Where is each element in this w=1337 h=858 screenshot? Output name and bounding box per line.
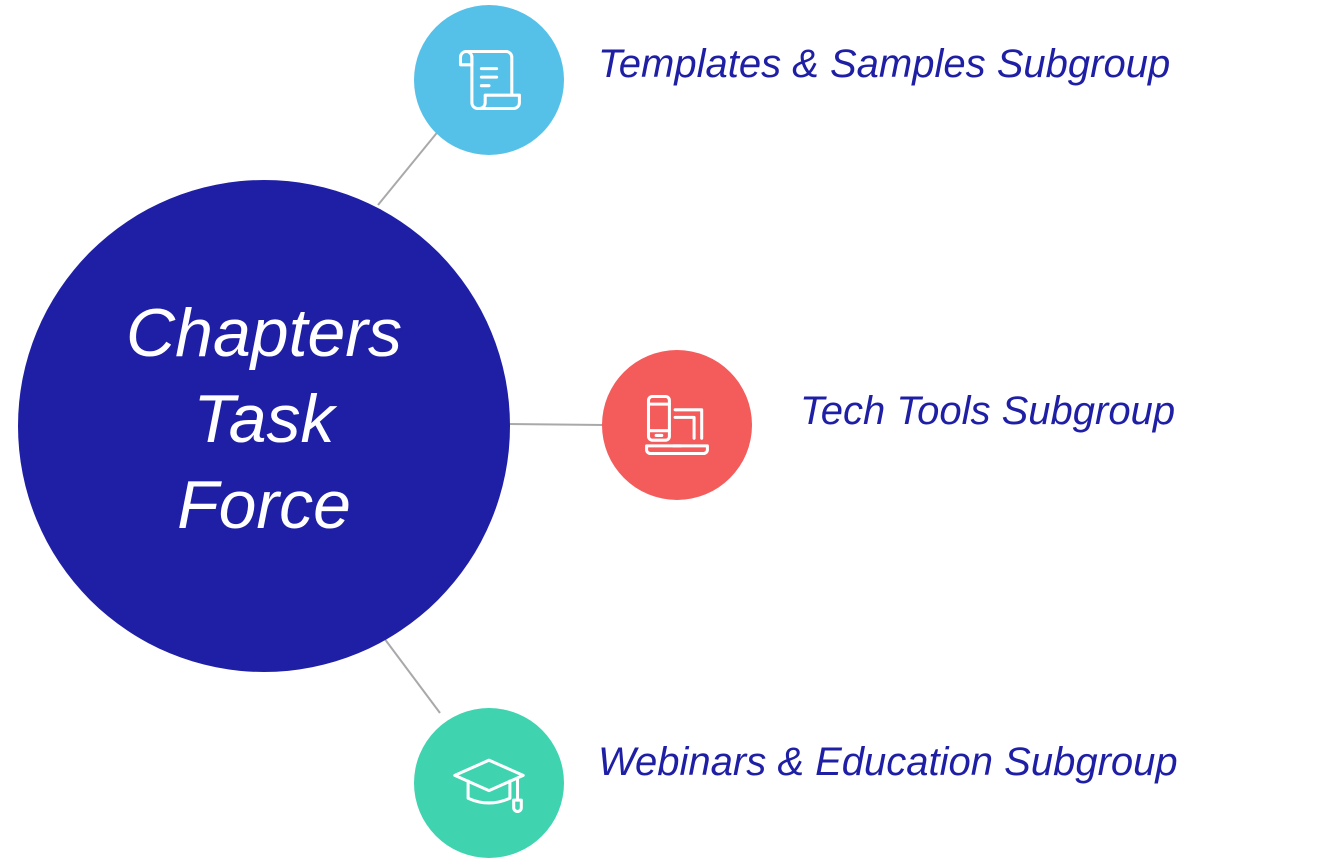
connector-lines xyxy=(377,128,605,714)
tech-tools-label: Tech Tools Subgroup xyxy=(800,389,1176,433)
graduation-cap-icon xyxy=(453,758,525,813)
connector-templates xyxy=(377,128,441,206)
main-topic-title: Chapters Task Force xyxy=(126,290,402,548)
main-topic-line-2: Task xyxy=(193,381,335,457)
main-topic-line-1: Chapters xyxy=(126,295,402,371)
webinars-label: Webinars & Education Subgroup xyxy=(598,740,1178,784)
main-topic-circle: Chapters Task Force xyxy=(18,180,510,672)
connector-webinars xyxy=(383,637,441,714)
scroll-icon xyxy=(458,49,521,111)
main-topic-line-3: Force xyxy=(177,467,351,543)
webinars-node xyxy=(414,708,564,858)
connector-tech-tools xyxy=(507,423,605,426)
devices-icon xyxy=(645,394,709,456)
tech-tools-node xyxy=(602,350,752,500)
templates-label: Templates & Samples Subgroup xyxy=(598,42,1171,86)
templates-node xyxy=(414,5,564,155)
